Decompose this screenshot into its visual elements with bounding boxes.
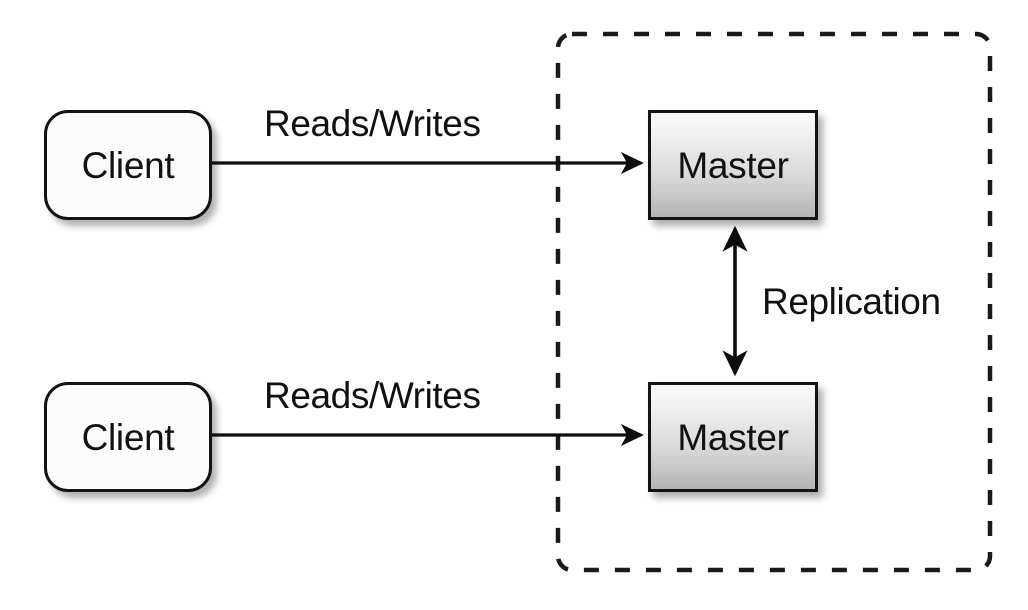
- edge-label-reads-writes-top: Reads/Writes: [264, 103, 481, 144]
- node-master-top-label: Master: [677, 144, 789, 186]
- node-client-top-label: Client: [81, 144, 175, 186]
- node-client-bottom[interactable]: Client: [44, 382, 212, 492]
- node-master-top[interactable]: Master: [648, 110, 818, 220]
- replication-cluster-boundary: [555, 31, 993, 573]
- edge-label-replication: Replication: [762, 281, 941, 322]
- node-client-bottom-label: Client: [81, 416, 175, 458]
- edge-label-reads-writes-bottom: Reads/Writes: [264, 375, 481, 416]
- node-master-bottom[interactable]: Master: [648, 382, 818, 492]
- node-client-top[interactable]: Client: [44, 110, 212, 220]
- node-master-bottom-label: Master: [677, 416, 789, 458]
